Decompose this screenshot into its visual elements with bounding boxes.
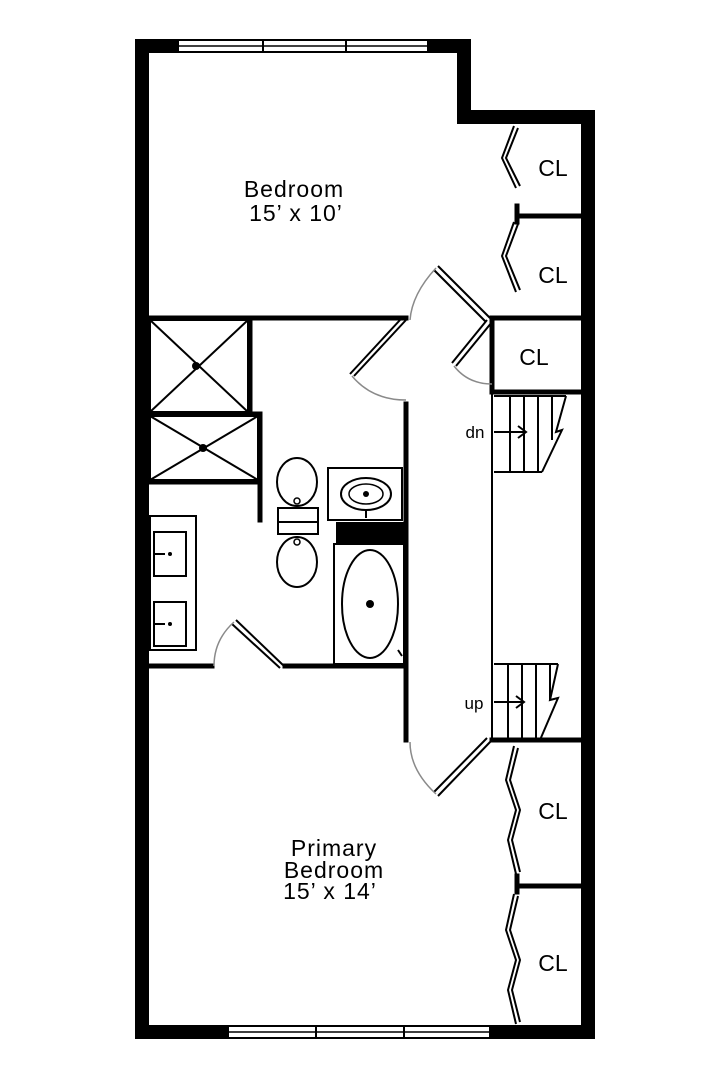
door-bedroom — [349, 319, 407, 401]
wall-chase — [336, 522, 404, 544]
door-hall-top — [409, 265, 491, 323]
window-top — [177, 39, 429, 53]
primary-bedroom-size: 15’ x 14’ — [283, 878, 377, 904]
bifold-closet-2 — [500, 221, 521, 293]
stairs-up — [494, 663, 560, 741]
exterior-wall — [135, 39, 595, 1039]
stairs-down — [494, 395, 567, 473]
interior-walls — [146, 203, 584, 895]
door-bath — [213, 619, 285, 669]
window-bottom — [227, 1025, 491, 1039]
closet-label-3: CL — [519, 344, 549, 370]
closet-label-4: CL — [538, 798, 568, 824]
toilet-upper — [276, 457, 319, 523]
bedroom-name: Bedroom — [244, 176, 344, 202]
bifold-closet-1 — [500, 125, 521, 189]
bath-sink — [327, 467, 403, 521]
stairs-up-label: up — [465, 694, 484, 713]
shower-stall — [149, 319, 249, 413]
primary-bedroom-name-line2: Bedroom — [284, 857, 384, 883]
door-primary — [409, 737, 493, 797]
door-closet-3 — [451, 319, 493, 385]
bifold-closet-4 — [504, 745, 522, 875]
stairs-down-label: dn — [466, 423, 485, 442]
closet-label-2: CL — [538, 262, 568, 288]
closet-label-1: CL — [538, 155, 568, 181]
double-vanity — [149, 515, 197, 651]
primary-bedroom-name-line1: Primary — [291, 835, 377, 861]
toilet-lower — [276, 521, 319, 588]
bifold-closet-5 — [504, 893, 522, 1025]
closet-label-5: CL — [538, 950, 568, 976]
bedroom-size: 15’ x 10’ — [249, 200, 343, 226]
shower-stall-2 — [149, 415, 259, 481]
bathtub — [333, 543, 405, 665]
